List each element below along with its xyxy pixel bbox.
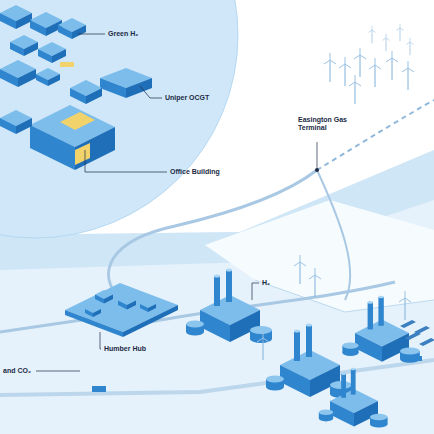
solar-panel <box>400 320 416 328</box>
wind-turbine <box>309 268 321 297</box>
leader-line <box>85 150 167 172</box>
building-block <box>100 68 152 98</box>
road <box>0 360 434 395</box>
building-block <box>38 42 66 63</box>
vehicle <box>60 62 74 67</box>
wind-turbine <box>324 53 336 82</box>
wind-turbine <box>349 75 361 104</box>
wind-turbine <box>369 58 381 87</box>
pipeline <box>109 170 317 300</box>
leader-line <box>140 86 162 98</box>
callout-label: and CO₂ <box>3 367 31 375</box>
power-plant <box>319 368 388 428</box>
leader-lines <box>36 142 317 371</box>
callout-label: Green H₂ <box>108 30 138 38</box>
solar-field <box>400 320 434 346</box>
inset-outline <box>0 0 238 238</box>
ocgt-plant <box>70 68 152 104</box>
building-block <box>70 80 102 104</box>
offshore-wind-farm <box>324 24 414 104</box>
solar-panel <box>419 338 434 346</box>
leader-line <box>317 142 318 168</box>
building-block <box>36 68 60 86</box>
terminal-dot <box>315 168 319 172</box>
power-plant <box>266 324 352 399</box>
wind-turbine <box>382 34 389 51</box>
building-block <box>0 60 36 87</box>
inset-circle <box>0 0 238 238</box>
wind-turbine <box>399 291 411 320</box>
power-plant <box>342 296 419 363</box>
callout-label: Humber Hub <box>104 345 146 353</box>
leader-line <box>100 332 101 349</box>
wind-turbine <box>257 331 269 360</box>
inset-leader-lines <box>78 34 167 172</box>
wind-turbine <box>294 255 306 284</box>
wall <box>75 127 115 170</box>
building-block <box>140 300 156 312</box>
building-block <box>118 296 136 310</box>
leader-line <box>36 371 80 372</box>
offshore-pipeline <box>317 100 434 170</box>
onshore-wind <box>257 255 411 360</box>
pipeline <box>150 282 395 322</box>
wall <box>30 125 75 170</box>
building-block <box>0 5 32 29</box>
building-block <box>0 110 32 134</box>
wind-turbine <box>368 26 375 43</box>
wind-turbine <box>406 38 413 55</box>
wind-turbine <box>402 61 414 90</box>
humber-hub <box>65 283 178 337</box>
building-block <box>30 12 62 36</box>
pipeline <box>317 170 350 300</box>
wind-turbine <box>354 48 366 77</box>
callout-label: Uniper OCGT <box>165 94 209 102</box>
power-plant <box>186 269 272 344</box>
building-block <box>10 35 38 56</box>
hub-platform <box>65 283 178 332</box>
wind-turbine <box>396 24 403 41</box>
building-block <box>85 305 101 317</box>
office-building <box>0 105 115 170</box>
green-h2-plant <box>0 5 86 87</box>
building-block <box>58 18 86 39</box>
wind-turbine <box>339 57 351 86</box>
truck <box>92 386 106 392</box>
leader-line <box>78 34 105 35</box>
callout-label: H₂ <box>262 279 270 287</box>
solar-panel <box>405 332 421 340</box>
wind-turbine <box>386 51 398 80</box>
callout-label: Easington Gas Terminal <box>298 116 354 133</box>
building-block <box>95 290 113 304</box>
shoreline <box>255 280 434 312</box>
roof-detail <box>60 112 95 130</box>
callout-label: Office Building <box>170 168 220 176</box>
entrance <box>75 143 90 165</box>
leader-line <box>252 283 259 300</box>
